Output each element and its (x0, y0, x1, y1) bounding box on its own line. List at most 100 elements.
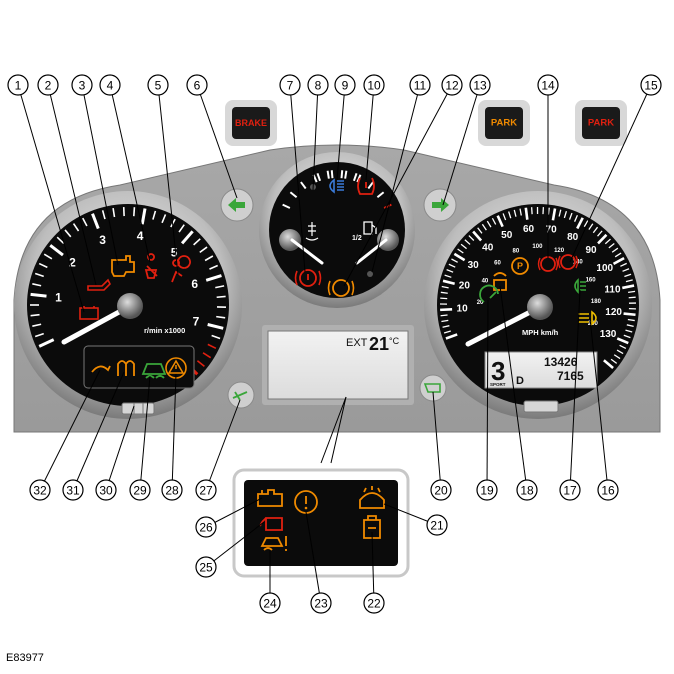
tachometer-tick (30, 292, 47, 298)
svg-text:8: 8 (315, 79, 322, 93)
callout-22: 22 (363, 592, 385, 614)
inset-pointer-left (320, 396, 347, 464)
gear-number: 3 (491, 356, 505, 386)
trailer-indicator (419, 374, 447, 402)
park-brake-red-icon (557, 254, 579, 270)
left-turn-indicator (220, 188, 254, 222)
speedometer-unit: MPH km/h (522, 328, 559, 337)
svg-text:3: 3 (79, 79, 86, 93)
suspension-warning-icon (260, 536, 287, 551)
callout-32: 32 (29, 479, 51, 501)
svg-text:19: 19 (480, 484, 494, 498)
speedometer-mph-label: 60 (523, 224, 535, 235)
speedometer-tick (563, 211, 568, 219)
tachometer-tick (91, 213, 100, 230)
tachometer-tick-label: 2 (69, 255, 76, 269)
speedometer-kmh-label: 60 (494, 261, 501, 267)
tachometer-tick-label: 7 (193, 315, 200, 329)
callout-leader (569, 84, 652, 263)
callout-leader (371, 531, 375, 604)
speedometer-tick (502, 213, 507, 221)
callout-15: 15 (640, 74, 662, 96)
tachometer-tick (140, 208, 147, 225)
fuel-tick (367, 181, 374, 190)
speedometer-tick (519, 208, 522, 216)
speedometer-tick (496, 215, 504, 228)
callout-6: 6 (186, 74, 208, 96)
speedometer-tick (508, 211, 512, 219)
callout-23: 23 (310, 592, 332, 614)
speedometer-mph-label: 50 (501, 230, 513, 241)
svg-text:26: 26 (199, 521, 213, 535)
tachometer-tick (34, 272, 44, 278)
callout-26: 26 (195, 516, 217, 538)
speedometer-tick (524, 207, 529, 220)
speedometer-tick (628, 296, 636, 299)
speedometer-tick (440, 291, 448, 294)
tyre-pressure-icon (357, 177, 375, 195)
svg-text:16: 16 (601, 484, 615, 498)
callout-leader (569, 289, 581, 491)
low-fuel-oil-level-icon (91, 365, 111, 373)
brake-warning-icon (294, 269, 322, 287)
right-turn-indicator (423, 188, 457, 222)
trip-reset-button (121, 402, 155, 415)
speedometer-tick (441, 285, 449, 289)
hill-descent-indicator (227, 381, 255, 409)
tachometer-tick (152, 210, 157, 220)
callout-13: 13 (469, 74, 491, 96)
tachometer-tick-label: 3 (99, 233, 106, 247)
speedometer-mph-label: 30 (468, 260, 480, 271)
speedometer-tick (457, 248, 464, 254)
tachometer-tick (209, 264, 219, 270)
svg-text:P: P (517, 261, 523, 271)
callout-leader (589, 317, 609, 491)
speedometer-tick (613, 354, 621, 360)
svg-text:28: 28 (165, 484, 179, 498)
svg-text:5: 5 (155, 79, 162, 93)
speedometer-mph-label: 40 (482, 243, 494, 254)
tachometer-tick (199, 246, 208, 254)
speedometer-tick (446, 269, 454, 273)
svg-text:21: 21 (430, 519, 444, 533)
svg-text:24: 24 (263, 597, 277, 611)
speedometer-tick (464, 239, 471, 245)
speedometer-tick (443, 330, 451, 334)
svg-text:17: 17 (563, 484, 577, 498)
speedometer-tick (486, 220, 492, 228)
tachometer-tick (56, 236, 65, 245)
svg-text:13: 13 (473, 79, 487, 93)
speedometer-mph-label: 110 (604, 284, 621, 295)
callout-20: 20 (430, 479, 452, 501)
speedometer-mph-label: 80 (567, 232, 579, 243)
svg-text:27: 27 (199, 484, 213, 498)
callout-leader (139, 375, 151, 491)
brake-text-warning: BRAKE (225, 100, 277, 146)
hidden-warning-lamps-inset (232, 468, 410, 578)
main-beam-icon (329, 178, 344, 194)
speedometer-tick (481, 223, 487, 231)
speedometer-tick (620, 262, 627, 267)
fuel-tick (316, 172, 322, 182)
centre-gauge: 1/2 (259, 152, 415, 308)
svg-text:20: 20 (434, 484, 448, 498)
speedometer-tick (442, 279, 455, 286)
callout-28: 28 (161, 479, 183, 501)
speedometer-mph-label: 130 (600, 329, 617, 340)
svg-text:30: 30 (99, 484, 113, 498)
speedometer-tick (625, 329, 633, 333)
speedometer-tick (624, 273, 632, 278)
speedometer-tick (444, 274, 452, 278)
callout-leader (371, 84, 421, 273)
temperature-tick (340, 170, 344, 179)
speedometer-tick (441, 319, 449, 323)
callout-1: 1 (7, 74, 29, 96)
callout-8: 8 (307, 74, 329, 96)
tachometer-tick (178, 224, 185, 233)
callout-leader (39, 369, 101, 491)
speedometer-tick (611, 247, 619, 253)
tachometer-tick (216, 295, 226, 299)
callout-18: 18 (516, 479, 538, 501)
